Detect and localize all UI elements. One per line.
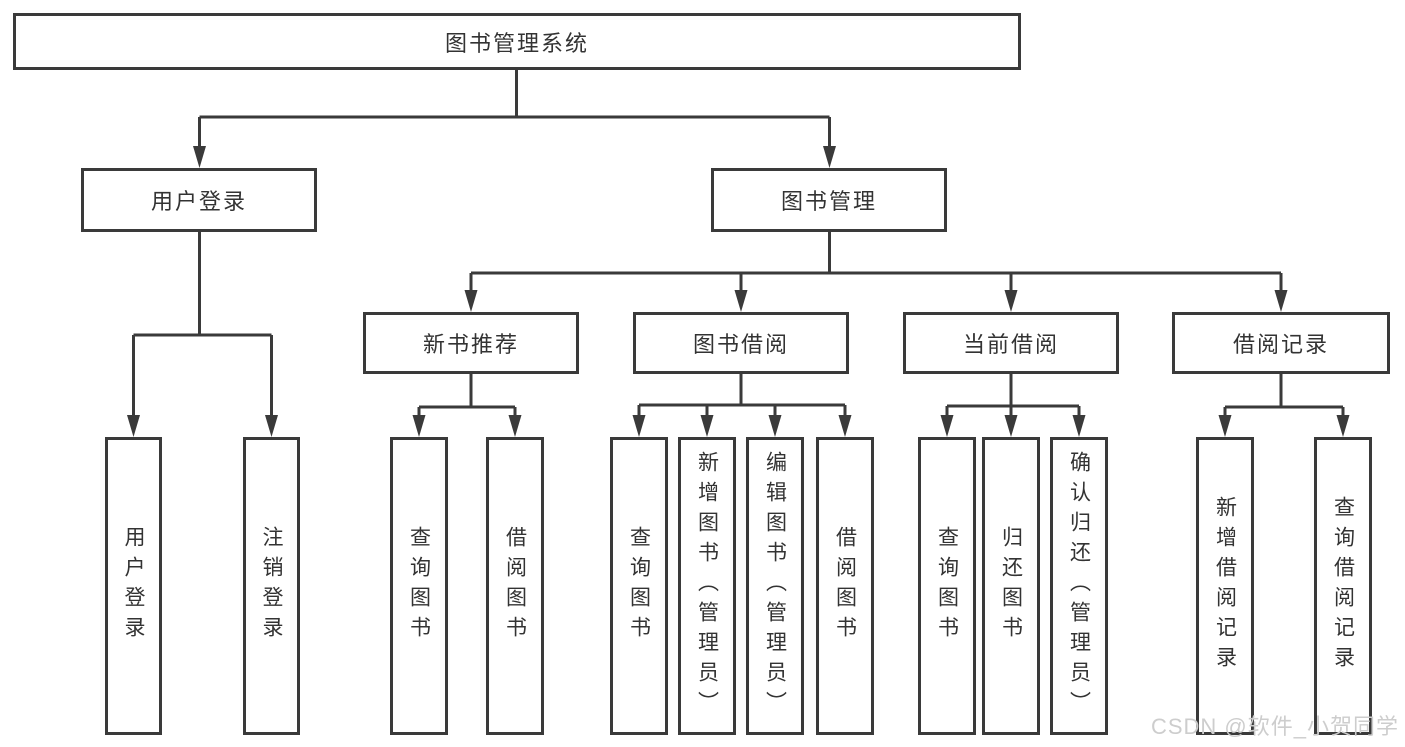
leaf-query-borrow-record-label: 查询借阅记录 <box>1331 496 1355 676</box>
node-new-book-recommend: 新书推荐 <box>363 312 579 374</box>
node-borrow-records: 借阅记录 <box>1172 312 1390 374</box>
leaf-query-books-2: 查询图书 <box>610 437 668 735</box>
leaf-borrow-books-1: 借阅图书 <box>486 437 544 735</box>
leaf-query-books-1-label: 查询图书 <box>407 526 431 646</box>
node-new-book-recommend-label: 新书推荐 <box>422 332 519 357</box>
leaf-add-book-admin-label: 新增图书（管理员） <box>695 451 719 721</box>
node-current-borrow: 当前借阅 <box>903 312 1119 374</box>
node-user-login: 用户登录 <box>81 168 317 232</box>
leaf-query-books-3: 查询图书 <box>918 437 976 735</box>
node-current-borrow-label: 当前借阅 <box>962 332 1059 357</box>
node-book-borrow-label: 图书借阅 <box>692 332 789 357</box>
watermark: CSDN @软件_小贺同学 <box>1150 714 1399 739</box>
leaf-query-borrow-record: 查询借阅记录 <box>1314 437 1372 735</box>
leaf-query-books-2-label: 查询图书 <box>627 526 651 646</box>
leaf-query-books-1: 查询图书 <box>390 437 448 735</box>
node-book-borrow: 图书借阅 <box>633 312 849 374</box>
leaf-edit-book-admin-label: 编辑图书（管理员） <box>763 451 787 721</box>
node-book-management-label: 图书管理 <box>780 189 877 214</box>
node-borrow-records-label: 借阅记录 <box>1232 332 1329 357</box>
node-root: 图书管理系统 <box>13 13 1021 70</box>
leaf-query-books-3-label: 查询图书 <box>935 526 959 646</box>
leaf-return-book: 归还图书 <box>982 437 1040 735</box>
leaf-user-login: 用户登录 <box>105 437 162 735</box>
leaf-borrow-books-2: 借阅图书 <box>816 437 874 735</box>
leaf-logout: 注销登录 <box>243 437 300 735</box>
node-user-login-label: 用户登录 <box>150 189 247 214</box>
node-root-label: 图书管理系统 <box>444 30 589 56</box>
leaf-user-login-label: 用户登录 <box>122 526 145 646</box>
leaf-confirm-return-admin: 确认归还（管理员） <box>1050 437 1108 735</box>
leaf-borrow-books-2-label: 借阅图书 <box>833 526 857 646</box>
leaf-add-book-admin: 新增图书（管理员） <box>678 437 736 735</box>
arrowheads <box>127 146 1350 437</box>
leaf-return-book-label: 归还图书 <box>999 526 1023 646</box>
node-book-management: 图书管理 <box>711 168 947 232</box>
leaf-confirm-return-admin-label: 确认归还（管理员） <box>1067 451 1091 721</box>
leaf-add-borrow-record: 新增借阅记录 <box>1196 437 1254 735</box>
leaf-logout-label: 注销登录 <box>260 526 283 646</box>
leaf-borrow-books-1-label: 借阅图书 <box>503 526 527 646</box>
leaf-add-borrow-record-label: 新增借阅记录 <box>1213 496 1237 676</box>
leaf-edit-book-admin: 编辑图书（管理员） <box>746 437 804 735</box>
